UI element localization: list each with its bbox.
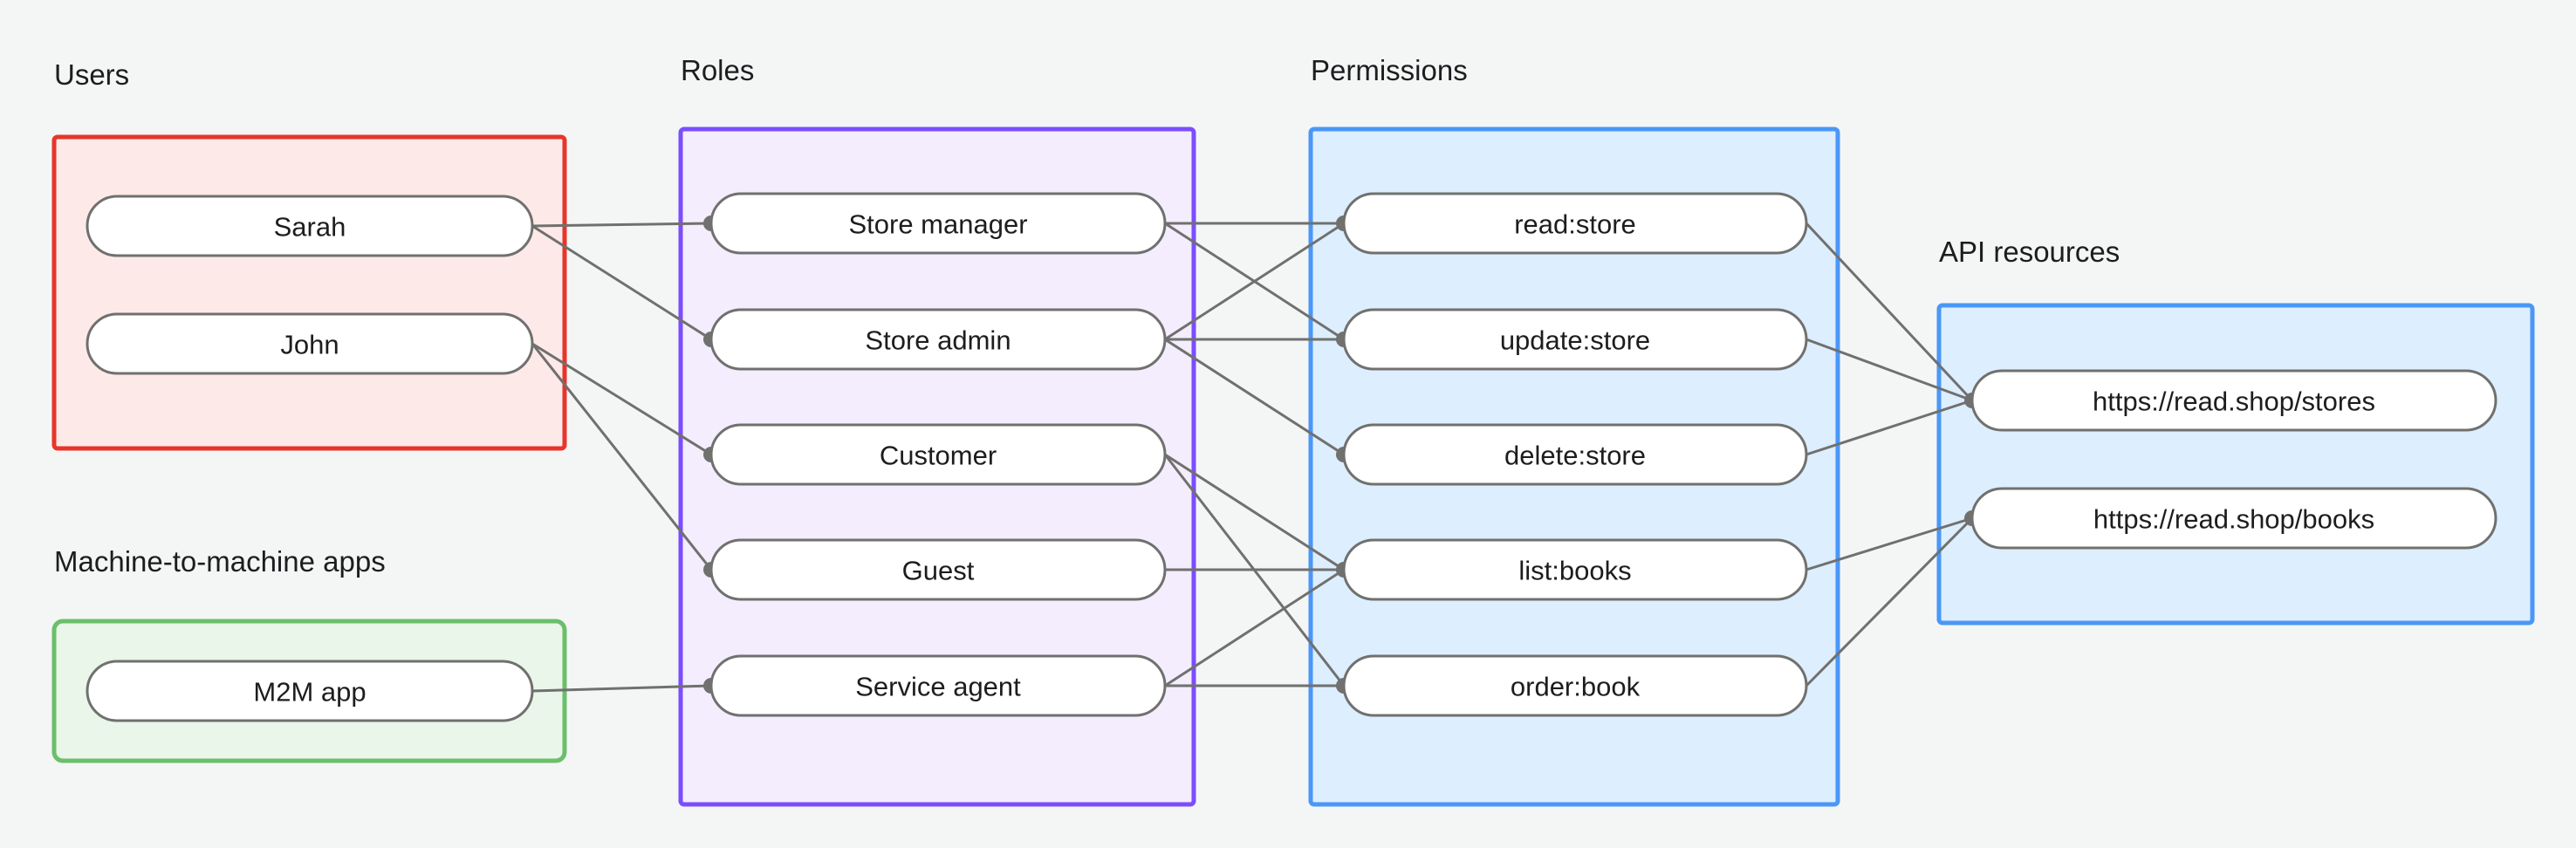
node-label-update_store: update:store	[1500, 325, 1650, 356]
edge-m2mapp-to-service_agent	[531, 684, 712, 693]
node-label-order_book: order:book	[1511, 672, 1641, 702]
node-list_books[interactable]	[1342, 538, 1808, 601]
group-label-permissions: Permissions	[1311, 54, 1468, 86]
node-label-list_books: list:books	[1518, 556, 1631, 586]
node-label-m2mapp: M2M app	[253, 677, 366, 708]
node-service_agent[interactable]	[709, 654, 1167, 717]
group-label-m2m: Machine-to-machine apps	[54, 545, 386, 578]
node-label-john: John	[280, 330, 339, 360]
node-label-sarah: Sarah	[274, 212, 346, 243]
edges-layer	[531, 215, 1980, 694]
edge-update_store-to-stores_url	[1805, 338, 1973, 402]
edge-order_book-to-books_url	[1805, 516, 1974, 687]
node-label-store_admin: Store admin	[865, 325, 1011, 356]
node-label-read_store: read:store	[1514, 209, 1636, 240]
group-label-roles: Roles	[681, 54, 754, 86]
node-label-service_agent: Service agent	[855, 672, 1021, 702]
edge-sarah-to-store_manager	[531, 222, 712, 228]
edge-store_admin-to-read_store	[1164, 222, 1345, 341]
group-box-users	[51, 134, 567, 451]
node-label-delete_store: delete:store	[1504, 441, 1646, 471]
edge-read_store-to-stores_url	[1805, 222, 1974, 402]
edge-list_books-to-books_url	[1805, 516, 1973, 571]
edge-john-to-customer	[531, 342, 712, 456]
node-delete_store[interactable]	[1342, 423, 1808, 486]
group-label-api: API resources	[1939, 236, 2120, 268]
node-guest[interactable]	[709, 538, 1167, 601]
node-m2mapp[interactable]	[86, 660, 534, 722]
edge-sarah-to-store_admin	[531, 224, 712, 341]
node-sarah[interactable]	[86, 195, 534, 257]
node-store_manager[interactable]	[709, 192, 1167, 255]
edge-service_agent-to-list_books	[1164, 568, 1345, 687]
node-update_store[interactable]	[1342, 308, 1808, 371]
edge-delete_store-to-stores_url	[1805, 399, 1973, 456]
node-stores_url[interactable]	[1970, 369, 2497, 432]
node-label-customer: Customer	[880, 441, 997, 471]
node-order_book[interactable]	[1342, 654, 1808, 717]
group-label-users: Users	[54, 58, 129, 91]
node-label-guest: Guest	[902, 556, 975, 586]
node-store_admin[interactable]	[709, 308, 1167, 371]
node-label-books_url: https://read.shop/books	[2093, 504, 2374, 535]
node-label-stores_url: https://read.shop/stores	[2093, 386, 2375, 417]
edge-customer-to-list_books	[1164, 453, 1345, 571]
edge-store_admin-to-delete_store	[1164, 338, 1345, 456]
node-books_url[interactable]	[1970, 487, 2497, 550]
node-john[interactable]	[86, 312, 534, 375]
node-read_store[interactable]	[1342, 192, 1808, 255]
node-label-store_manager: Store manager	[848, 209, 1027, 240]
edge-john-to-guest	[531, 343, 713, 571]
group-box-api	[1936, 303, 2535, 626]
node-customer[interactable]	[709, 423, 1167, 486]
